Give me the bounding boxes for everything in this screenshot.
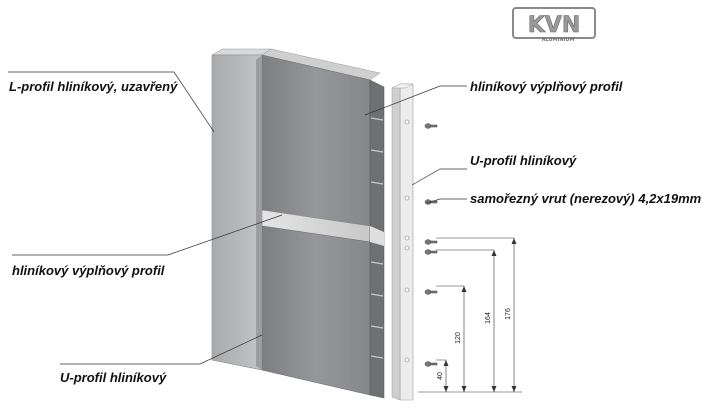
dimension-176: 176 <box>505 308 512 320</box>
label-u-profile-bottom: U-profil hliníkový <box>60 370 167 385</box>
l-profile <box>211 54 263 371</box>
door-body <box>211 48 385 399</box>
dimension-120: 120 <box>455 332 462 344</box>
screws <box>424 123 438 367</box>
label-screw: samořezný vrut (nerezový) 4,2x19mm <box>470 191 702 206</box>
label-fill-profile-top: hliníkový výplňový profil <box>470 79 623 94</box>
leader-lines <box>8 71 467 365</box>
dimension-40: 40 <box>437 372 444 380</box>
panel-lower <box>261 225 371 396</box>
dimension-arrows <box>443 238 517 392</box>
label-l-profile: L-profil hliníkový, uzavřený <box>9 79 178 94</box>
logo-subtext: ALUMINIUM <box>542 37 575 43</box>
u-profile-rail <box>391 83 414 401</box>
label-fill-profile-left: hliníkový výplňový profil <box>12 263 165 278</box>
logo-text: KVN <box>528 13 581 38</box>
dimension-164: 164 <box>485 312 492 324</box>
label-u-profile-right: U-profil hliníkový <box>470 153 577 168</box>
kvn-logo: KVN ALUMINIUM <box>512 7 596 43</box>
